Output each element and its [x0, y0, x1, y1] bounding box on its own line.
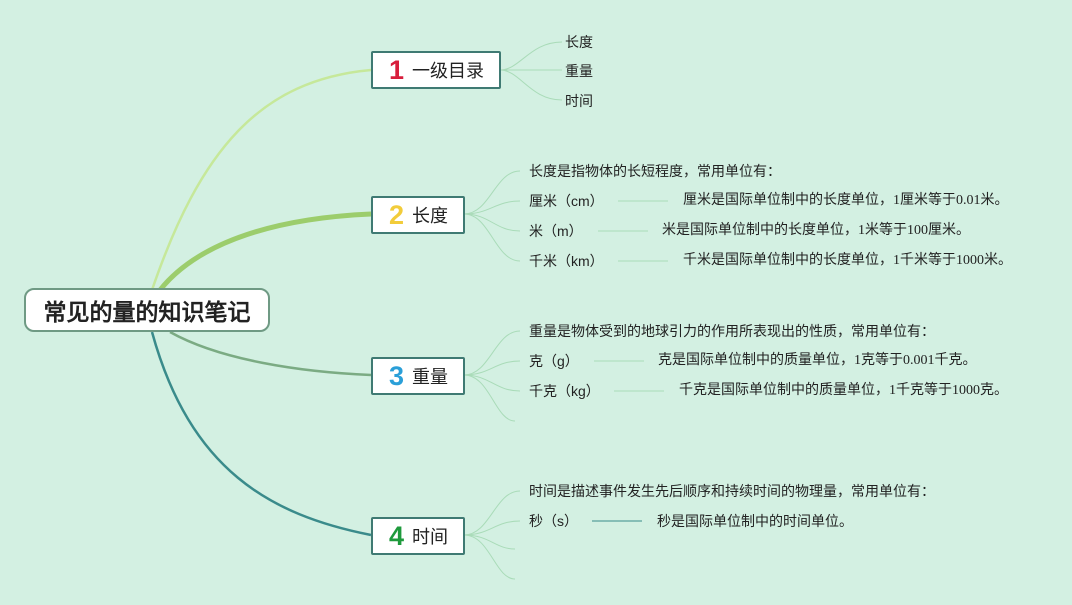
- branch2-desc-km[interactable]: 千米是国际单位制中的长度单位，1千米等于1000米。: [683, 253, 1012, 268]
- connector-root-to-branch3: [169, 330, 372, 377]
- branch-label-2: 长度: [412, 206, 449, 226]
- branch1-item-length[interactable]: 长度: [565, 34, 593, 50]
- branch3-desc-kg[interactable]: 千克是国际单位制中的质量单位，1千克等于1000克。: [679, 383, 1008, 398]
- branch2-desc-m[interactable]: 米是国际单位制中的长度单位，1米等于100厘米。: [662, 223, 970, 238]
- branch1-item-time[interactable]: 时间: [565, 93, 593, 109]
- connector-root-to-branch4: [150, 331, 372, 537]
- branch-node-4[interactable]: 4 时间: [371, 517, 465, 555]
- branch4-unit-s[interactable]: 秒（s）: [529, 512, 578, 530]
- branch2-intro[interactable]: 长度是指物体的长短程度，常用单位有：: [529, 163, 781, 179]
- branch1-subconnectors: [499, 41, 563, 101]
- branch2-desc-cm[interactable]: 厘米是国际单位制中的长度单位，1厘米等于0.01米。: [683, 193, 1009, 208]
- branch4-desc-s[interactable]: 秒是国际单位制中的时间单位。: [657, 513, 853, 529]
- root-node[interactable]: 常见的量的知识笔记: [24, 288, 270, 332]
- branch3-subconnectors: [463, 330, 664, 422]
- unit-label: 米（m）: [529, 223, 583, 239]
- branch-label-4: 时间: [412, 527, 449, 547]
- branch-number-2: 2: [389, 199, 405, 230]
- branch-label-3: 重量: [412, 367, 449, 387]
- branch-number-4: 4: [389, 520, 405, 551]
- branch-label-1: 一级目录: [412, 61, 485, 81]
- branch2-unit-m[interactable]: 米（m）: [529, 222, 583, 240]
- unit-label: 克（g）: [529, 353, 579, 369]
- unit-label: 千克（kg）: [529, 383, 600, 399]
- branch3-desc-g[interactable]: 克是国际单位制中的质量单位，1克等于0.001千克。: [658, 353, 977, 368]
- branch3-unit-g[interactable]: 克（g）: [529, 352, 579, 370]
- branch-node-1[interactable]: 1 一级目录: [371, 51, 501, 89]
- branch2-unit-km[interactable]: 千米（km）: [529, 252, 604, 270]
- branch4-subconnectors: [463, 490, 521, 580]
- unit-label: 千米（km）: [529, 253, 604, 269]
- branch2-unit-cm[interactable]: 厘米（cm）: [529, 192, 604, 210]
- branch-number-3: 3: [389, 360, 405, 391]
- branch2-subconnectors: [463, 170, 668, 262]
- branch-node-3[interactable]: 3 重量: [371, 357, 465, 395]
- connector-root-to-branch1: [150, 68, 372, 291]
- root-title: 常见的量的知识笔记: [43, 299, 251, 325]
- connector-root-to-branch2: [158, 211, 372, 292]
- branch-node-2[interactable]: 2 长度: [371, 196, 465, 234]
- branch3-unit-kg[interactable]: 千克（kg）: [529, 382, 600, 400]
- branch-number-1: 1: [389, 54, 405, 85]
- branch3-intro[interactable]: 重量是物体受到的地球引力的作用所表现出的性质，常用单位有：: [529, 323, 935, 339]
- unit-label: 秒（s）: [529, 513, 578, 529]
- branch4-intro[interactable]: 时间是描述事件发生先后顺序和持续时间的物理量，常用单位有：: [529, 483, 935, 499]
- unit-label: 厘米（cm）: [529, 193, 604, 209]
- branch1-item-weight[interactable]: 重量: [565, 63, 593, 79]
